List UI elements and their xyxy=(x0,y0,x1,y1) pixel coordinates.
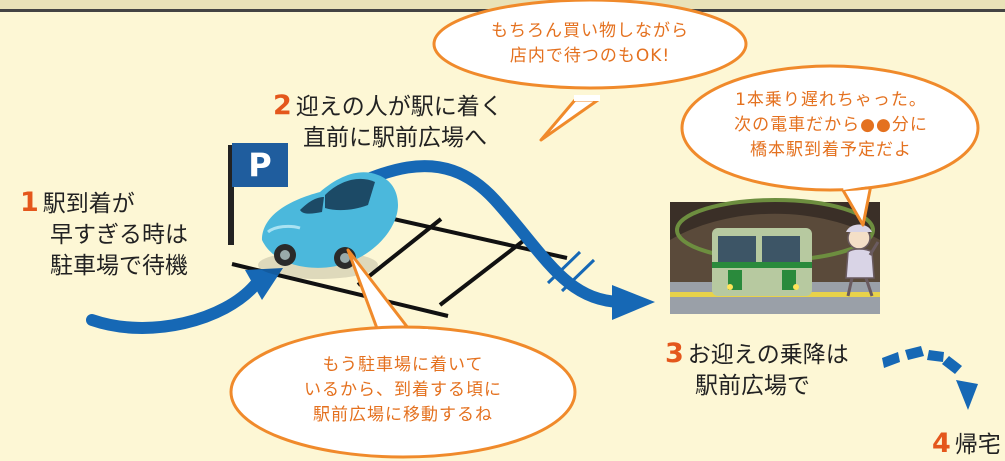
step-1-line-1: 駅到着が xyxy=(42,191,135,217)
time-break-mark xyxy=(546,250,596,293)
step-4-line-1: 帰宅 xyxy=(954,432,1001,458)
bubble-parking-line-1: もう駐車場に着いて xyxy=(322,355,484,375)
arrow-to-home xyxy=(882,346,978,410)
arrow-to-parking xyxy=(86,279,261,334)
bubble-parking-line-3: 駅前広場に移動するね xyxy=(313,405,493,425)
parking-sign: P xyxy=(232,143,288,187)
car-illustration xyxy=(258,172,398,279)
bubble-shopping xyxy=(432,0,748,142)
bubble-train-text: 1本乗り遅れちゃった。 次の電車だから●●分に 橋本駅到着予定だよ xyxy=(700,88,962,163)
step-2-number: 2 xyxy=(273,90,292,121)
bubble-train-line-3: 橋本駅到着予定だよ xyxy=(750,140,912,160)
step-1-number: 1 xyxy=(20,187,39,218)
bubble-parking-line-2: いるから、到着する頃に xyxy=(304,380,502,400)
step-3-line-1: お迎えの乗降は xyxy=(687,342,849,368)
step-3-line-2: 駅前広場で xyxy=(695,373,810,399)
bubble-shopping-line-2: 店内で待つのもOK! xyxy=(509,46,671,66)
bubble-train-line-1: 1本乗り遅れちゃった。 xyxy=(735,90,927,110)
step-2-line-2: 直前に駅前広場へ xyxy=(303,125,487,151)
step-2-line-1: 迎えの人が駅に着く xyxy=(295,94,503,120)
bubble-parking xyxy=(229,248,577,459)
bubble-train-line-2: 次の電車だから●●分に xyxy=(734,115,928,135)
bubble-shopping-text: もちろん買い物しながら 店内で待つのもOK! xyxy=(455,19,725,69)
bubble-shopping-line-1: もちろん買い物しながら xyxy=(491,21,689,41)
step-3-number: 3 xyxy=(665,338,684,369)
step-4-number: 4 xyxy=(932,428,951,459)
step-1-line-2: 早すぎる時は xyxy=(50,222,188,248)
step-1-line-3: 駐車場で待機 xyxy=(50,253,188,279)
parking-sign-pole xyxy=(228,145,234,245)
commuter-figure xyxy=(845,224,880,297)
bubble-parking-text: もう駐車場に着いて いるから、到着する頃に 駅前広場に移動するね xyxy=(268,353,538,428)
bubble-train xyxy=(680,64,980,227)
train-station-photo xyxy=(670,198,880,314)
